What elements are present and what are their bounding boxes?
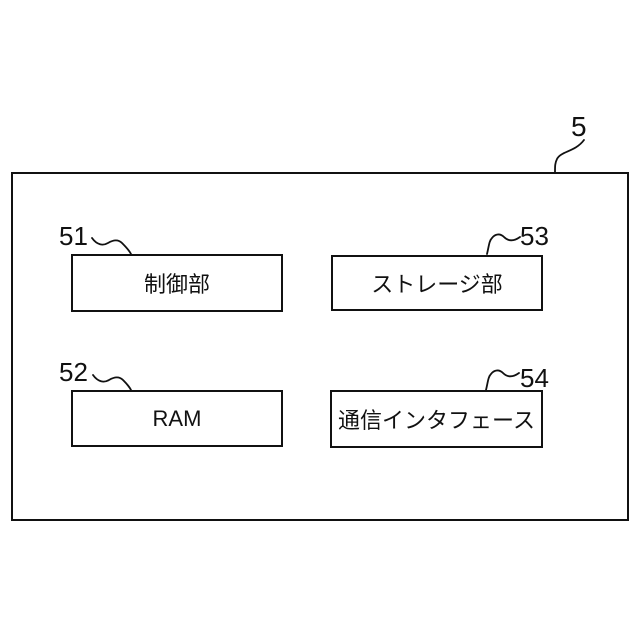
block-storage-unit: ストレージ部 <box>331 255 543 311</box>
ref-numeral-54: 54 <box>520 363 549 393</box>
block-ram-label: RAM <box>152 405 202 431</box>
ref-numeral-53: 53 <box>520 221 549 251</box>
block-communication-interface: 通信インタフェース <box>330 390 543 448</box>
block-control-unit: 制御部 <box>71 254 283 312</box>
leader-line-5 <box>554 139 585 173</box>
block-ram: RAM <box>71 390 283 447</box>
device-boundary-box <box>11 172 629 521</box>
ref-numeral-52: 52 <box>59 357 88 387</box>
block-control-unit-label: 制御部 <box>143 272 210 297</box>
block-communication-interface-label: 通信インタフェース <box>338 408 535 433</box>
ref-numeral-51: 51 <box>59 221 88 251</box>
block-storage-unit-label: ストレージ部 <box>371 272 503 297</box>
ref-numeral-5: 5 <box>571 111 587 142</box>
